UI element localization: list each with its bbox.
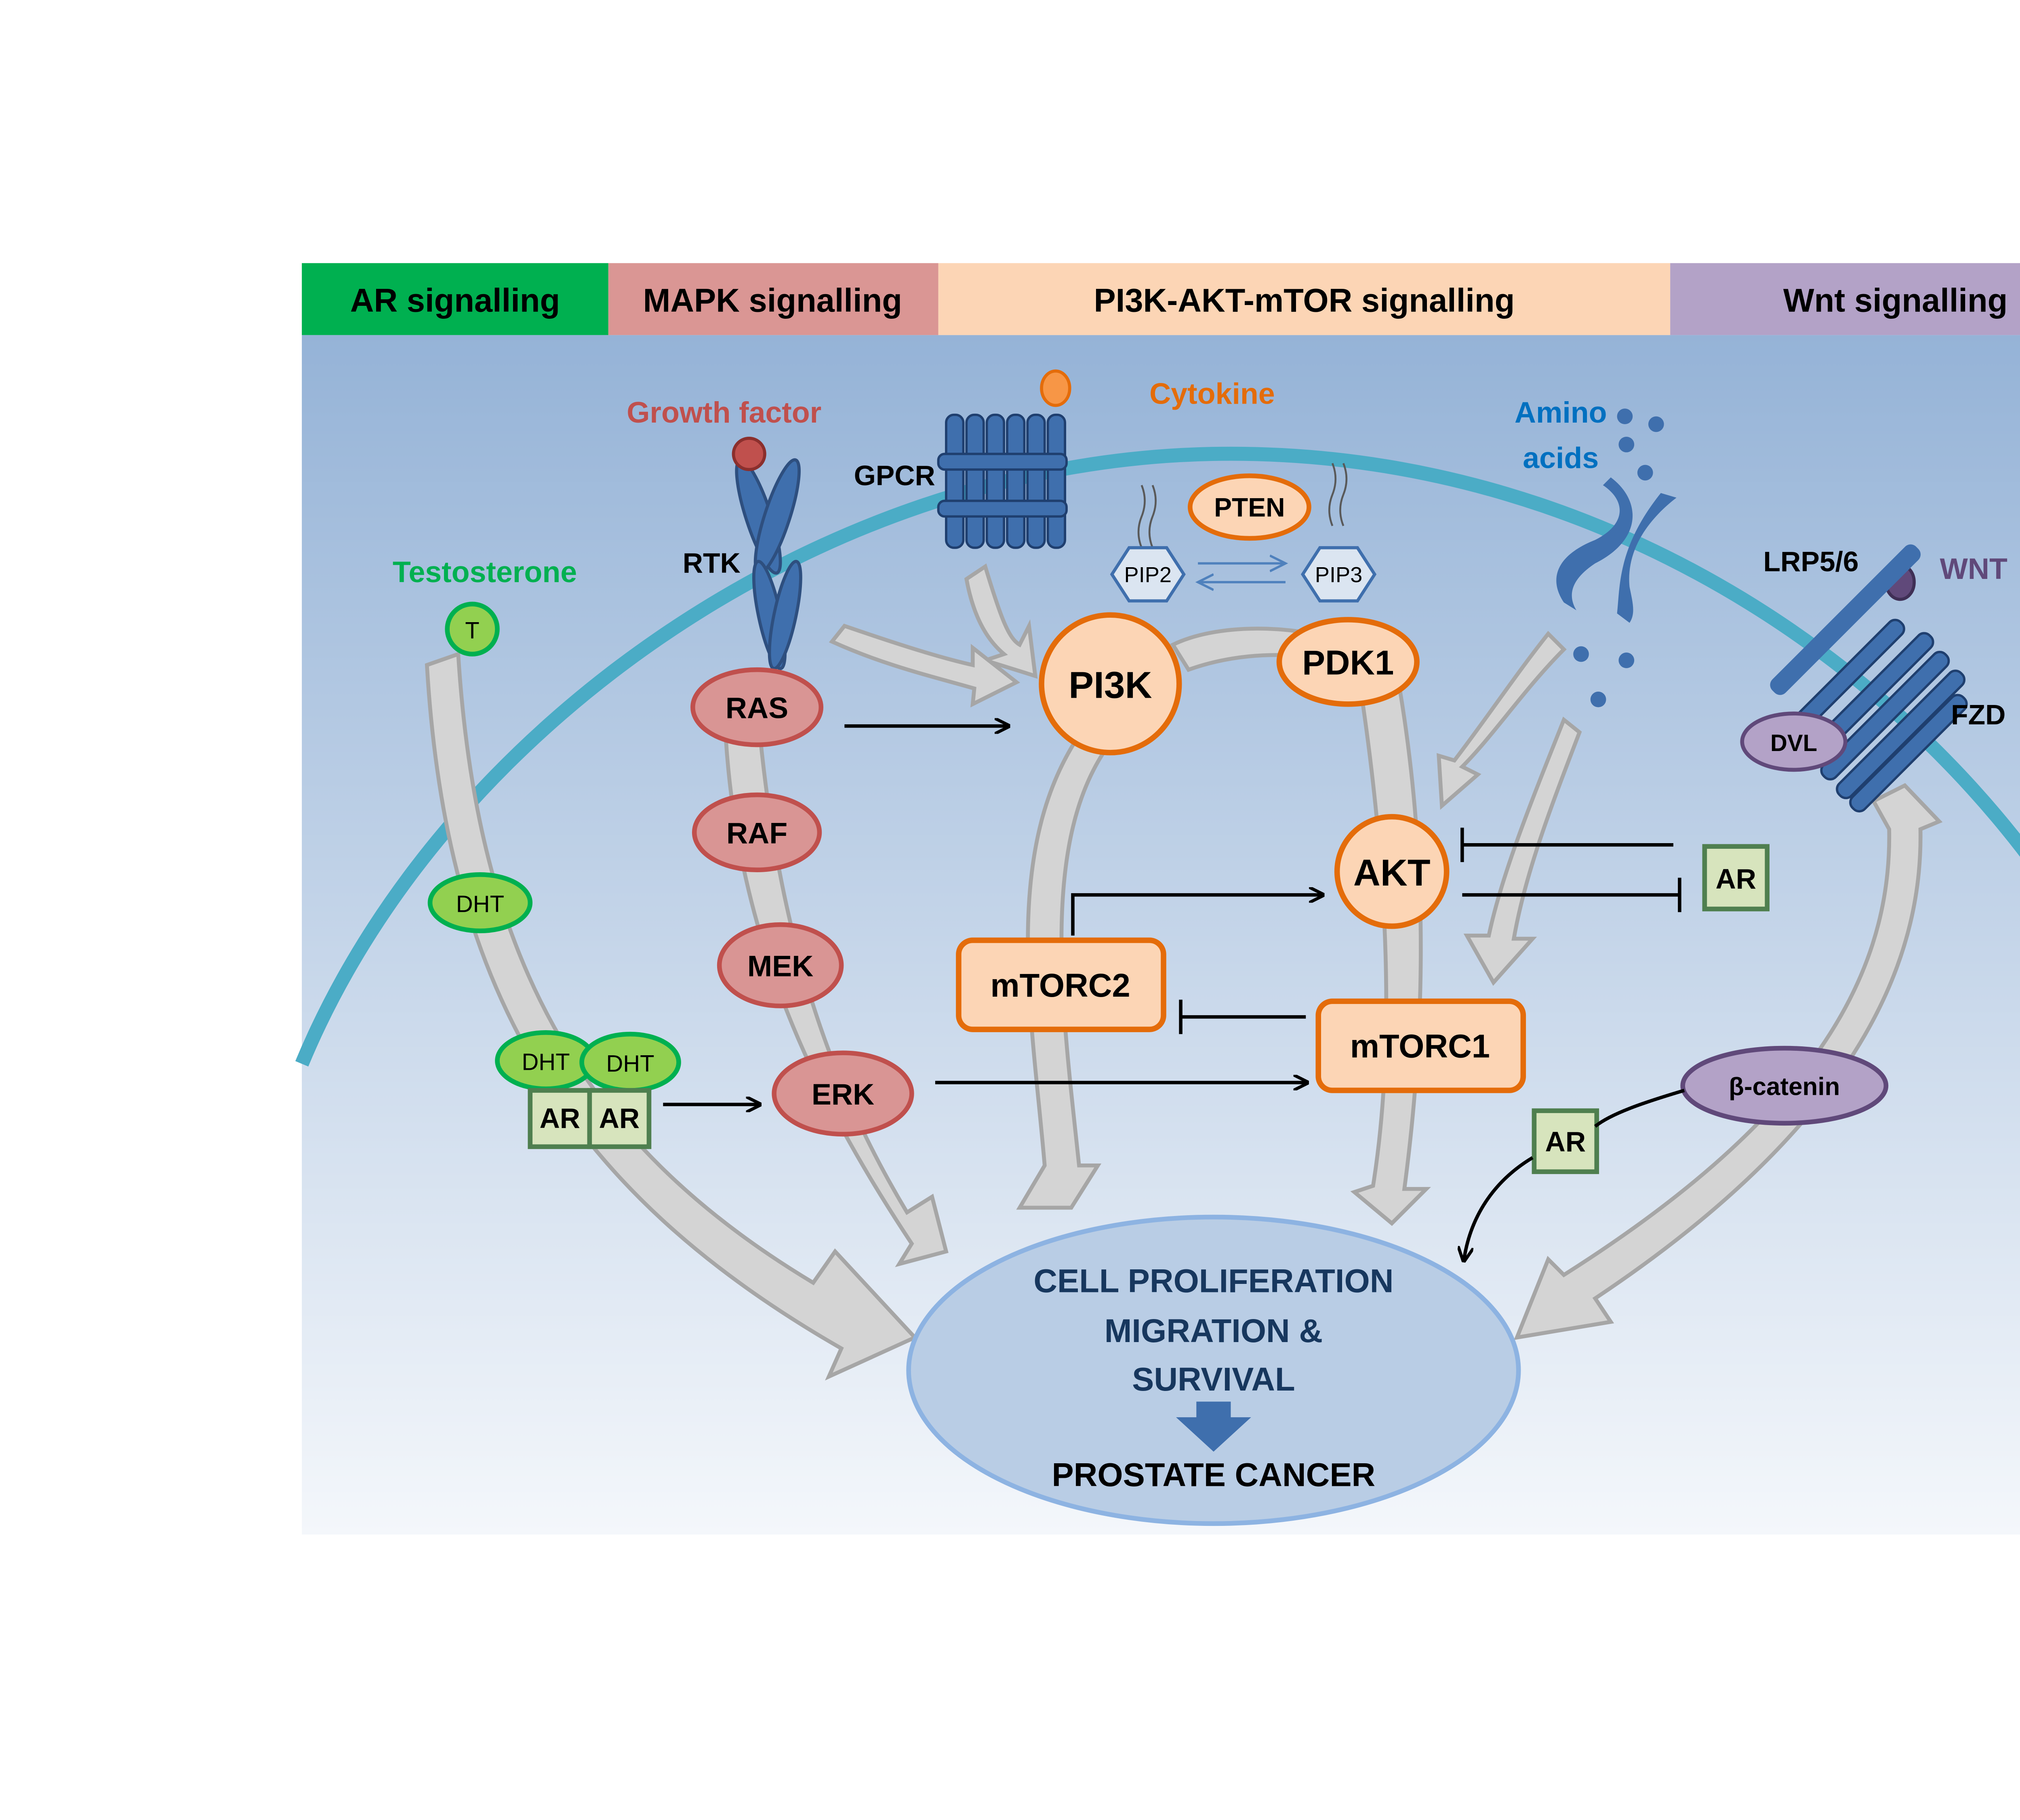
testosterone-label: Testosterone <box>393 555 577 589</box>
ar-box-left-label: AR <box>540 1103 581 1134</box>
raf-label: RAF <box>726 816 787 850</box>
flow-arrow-wnt <box>1514 783 1943 1340</box>
header-ar-label: AR signalling <box>350 282 560 319</box>
rtk-receptor <box>735 458 802 670</box>
mtorc1-label: mTORC1 <box>1350 1028 1490 1065</box>
ar-column: Testosterone T DHT DHT DHT AR AR <box>393 555 681 1149</box>
gpcr-receptor <box>937 413 1068 549</box>
ar-to-outcome-arrow <box>1464 1156 1534 1260</box>
cytokine-node <box>1040 369 1071 407</box>
beta-catenin-label: β-catenin <box>1729 1073 1840 1101</box>
pip3-label: PIP3 <box>1315 563 1362 587</box>
amino-channel-left <box>1556 477 1633 610</box>
ar-box-wnt <box>1532 1108 1599 1174</box>
growth-factor-node <box>732 436 766 471</box>
erk-label: ERK <box>812 1077 874 1111</box>
pip2-node <box>1110 546 1186 603</box>
pi3k-node <box>1039 612 1182 755</box>
dht-dimer-left-label: DHT <box>522 1049 570 1075</box>
header-mapk-label: MAPK signalling <box>643 282 902 319</box>
header-mapk <box>608 263 938 335</box>
flow-arrow-gpcr <box>964 563 1038 679</box>
mtorc2-to-akt-arrow <box>1071 895 1323 936</box>
dht-dimer-right-label: DHT <box>606 1051 654 1077</box>
outcome-line3: SURVIVAL <box>1132 1361 1295 1398</box>
pip2-label: PIP2 <box>1124 563 1172 587</box>
mtorc1-node <box>1315 998 1526 1093</box>
outcome-line1: CELL PROLIFERATION <box>1033 1262 1393 1299</box>
pip3-node <box>1300 546 1377 603</box>
header-pi3k <box>938 263 1671 335</box>
lrp-receptor <box>1770 544 1921 695</box>
ar-box-right-label: AR <box>599 1103 640 1134</box>
pdk1-label: PDK1 <box>1302 644 1394 682</box>
lrp-label: LRP5/6 <box>1763 546 1859 577</box>
flow-arrow-rtk <box>829 623 1021 708</box>
pten-label: PTEN <box>1214 492 1285 522</box>
amino-label-line2: acids <box>1523 441 1599 474</box>
akt-label: AKT <box>1353 852 1431 894</box>
header-pi3k-label: PI3K-AKT-mTOR signalling <box>1094 282 1515 319</box>
testosterone-node-label: T <box>465 617 479 644</box>
mtorc2-label: mTORC2 <box>990 967 1130 1004</box>
wnt-ligand-label: WNT <box>1940 552 2007 585</box>
ar-box-akt <box>1702 844 1770 911</box>
wnt-column: LRP5/6 WNT FZD DVL β-catenin AR <box>1532 544 2007 1174</box>
ras-node <box>690 667 824 747</box>
header-ar <box>302 263 608 335</box>
dht-label: DHT <box>456 891 504 917</box>
dvl-node <box>1740 711 1847 772</box>
gpcr-label: GPCR <box>854 460 935 491</box>
outcome-result: PROSTATE CANCER <box>1052 1456 1375 1493</box>
beta-catenin-node <box>1680 1046 1889 1126</box>
amino-acid-group: Amino acids <box>1515 396 1677 707</box>
growth-factor-label: Growth factor <box>627 396 821 429</box>
pten-node <box>1188 473 1311 541</box>
testosterone-node <box>445 602 500 656</box>
rtk-label: RTK <box>683 547 741 579</box>
mek-node <box>717 922 844 1008</box>
erk-node <box>772 1050 914 1137</box>
flow-arrow-amino-mtorc1 <box>1463 716 1582 986</box>
raf-node <box>692 792 822 873</box>
outcome-line2: MIGRATION & <box>1105 1313 1323 1349</box>
fzd-receptor <box>1786 619 1968 813</box>
flow-arrow-amino-akt <box>1437 631 1567 810</box>
ras-label: RAS <box>726 691 788 725</box>
header-bands: AR signalling MAPK signalling PI3K-AKT-m… <box>302 263 2020 335</box>
amino-acid-particles <box>1573 408 1664 707</box>
dht-node <box>427 872 533 933</box>
pi3k-label: PI3K <box>1069 664 1152 706</box>
pip2-lipid-tails <box>1137 485 1157 548</box>
beta-catenin-to-ar-line <box>1594 1088 1685 1128</box>
ar-box-akt-label: AR <box>1715 863 1756 895</box>
dvl-label: DVL <box>1770 730 1817 756</box>
mtorc2-node <box>956 937 1166 1032</box>
pi3k-column: Cytokine GPCR PTEN PIP2 PIP3 PI3K PDK1 A… <box>854 369 1526 1093</box>
header-wnt <box>1670 263 2020 335</box>
mapk-column: Growth factor RTK RAS RAF MEK ERK <box>627 396 914 1137</box>
outcome-down-arrow <box>1176 1401 1251 1452</box>
regulation-lines <box>663 726 1685 1261</box>
pip3-lipid-tails <box>1328 463 1348 526</box>
mek-label: MEK <box>747 949 813 983</box>
cytokine-label: Cytokine <box>1149 377 1275 410</box>
header-wnt-label: Wnt signalling <box>1783 282 2007 319</box>
outcome-ellipse <box>906 1214 1521 1526</box>
ar-box-right <box>587 1088 652 1149</box>
amino-label-line1: Amino <box>1515 396 1607 429</box>
fzd-label: FZD <box>1951 699 2005 730</box>
ar-box-wnt-label: AR <box>1545 1126 1586 1157</box>
pdk1-node <box>1276 617 1420 707</box>
akt-node <box>1334 814 1450 929</box>
amino-channel-right <box>1617 493 1677 623</box>
